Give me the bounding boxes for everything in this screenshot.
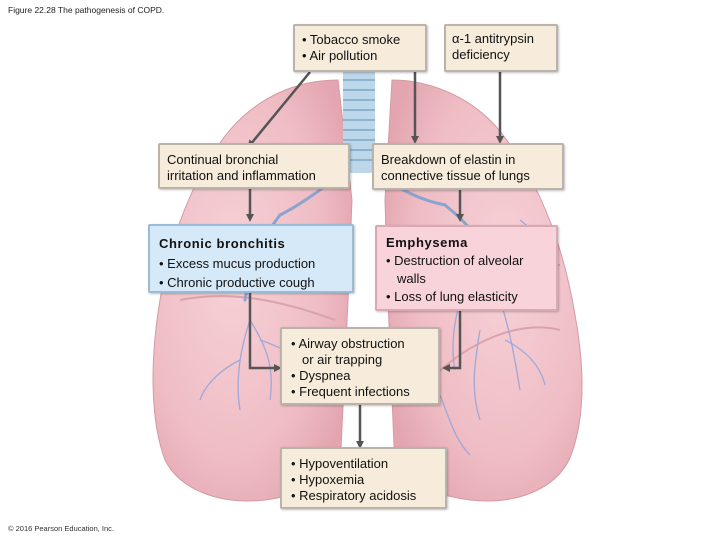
cause-box-alpha1: α-1 antitrypsin deficiency	[444, 24, 558, 72]
box-text: • Chronic productive cough	[159, 275, 315, 290]
box-title: Emphysema	[386, 235, 468, 250]
irritation-box: Continual bronchial irritation and infla…	[158, 143, 350, 189]
box-text: • Air pollution	[302, 48, 378, 63]
box-text: • Airway obstruction	[291, 336, 405, 351]
elastin-breakdown-box: Breakdown of elastin in connective tissu…	[372, 143, 564, 190]
box-text: • Loss of lung elasticity	[386, 289, 518, 304]
box-text: • Destruction of alveolar	[386, 253, 524, 268]
box-text: connective tissue of lungs	[381, 168, 530, 183]
box-text: Continual bronchial	[167, 152, 279, 167]
box-text: Breakdown of elastin in	[381, 152, 516, 167]
box-title: Chronic bronchitis	[159, 236, 286, 251]
figure-caption: Figure 22.28 The pathogenesis of COPD.	[8, 5, 165, 15]
box-text: • Hypoxemia	[291, 472, 365, 487]
box-text: deficiency	[452, 47, 510, 62]
box-text: • Frequent infections	[291, 384, 410, 399]
cause-box-smoke-pollution: • Tobacco smoke • Air pollution	[293, 24, 427, 72]
box-text: or air trapping	[302, 352, 383, 367]
chronic-bronchitis-box: Chronic bronchitis • Excess mucus produc…	[148, 224, 354, 293]
box-text: irritation and inflammation	[167, 168, 316, 183]
copyright-notice: © 2016 Pearson Education, Inc.	[8, 524, 115, 533]
box-text: α-1 antitrypsin	[452, 31, 534, 46]
airway-obstruction-box: • Airway obstruction or air trapping • D…	[280, 327, 440, 405]
box-text: • Tobacco smoke	[302, 32, 401, 47]
box-text: walls	[397, 271, 426, 286]
box-text: • Dyspnea	[291, 368, 351, 383]
emphysema-box: Emphysema • Destruction of alveolar wall…	[375, 225, 558, 311]
box-text: • Excess mucus production	[159, 255, 316, 271]
box-text: • Respiratory acidosis	[291, 488, 417, 503]
box-text: • Hypoventilation	[291, 456, 389, 471]
respiratory-outcome-box: • Hypoventilation • Hypoxemia • Respirat…	[280, 447, 447, 509]
